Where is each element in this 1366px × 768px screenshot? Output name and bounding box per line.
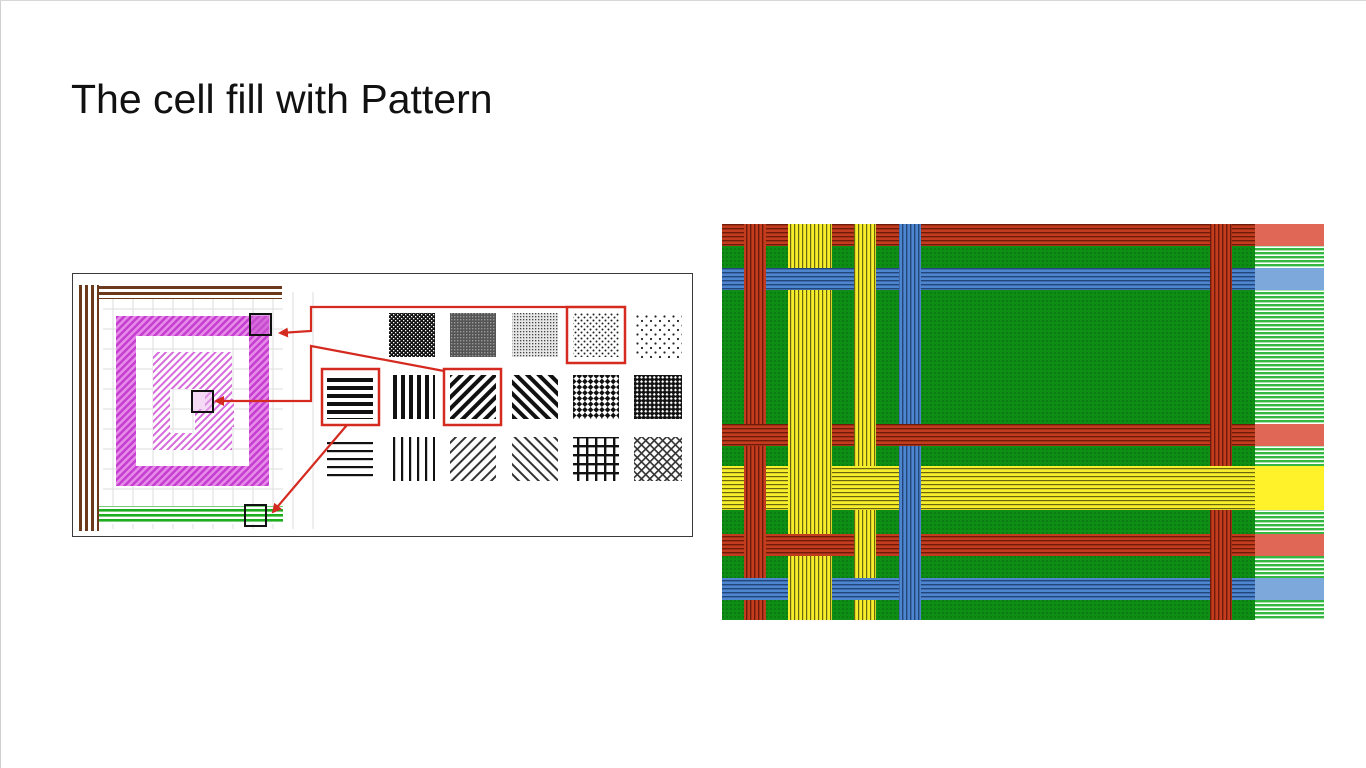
brown-wire-horizontal <box>79 285 282 299</box>
mapping-arrows <box>214 305 567 514</box>
slide-border-top <box>0 0 1366 1</box>
marker-box-center <box>191 390 214 413</box>
slide-title: The cell fill with Pattern <box>71 76 493 122</box>
highlight-sparse-dots <box>565 305 627 365</box>
pattern-medium-dots[interactable] <box>450 313 496 357</box>
marker-box-bottom <box>244 504 267 527</box>
band-red-left <box>744 224 766 620</box>
pattern-vertical-lines[interactable] <box>389 375 435 419</box>
weave-edge-stripes <box>1255 224 1324 600</box>
pattern-diagonal-up-lines[interactable] <box>512 375 558 419</box>
arrow-horizontal-to-bottom-cell <box>271 424 348 514</box>
slide-border-left <box>0 0 1 768</box>
woven-pattern-diagram <box>722 224 1324 620</box>
highlight-horizontal-lines <box>320 367 381 427</box>
edge-light-blue-1 <box>1255 268 1324 290</box>
pattern-sparse-dots[interactable] <box>573 313 619 357</box>
pattern-horizontal-lines[interactable] <box>327 375 373 419</box>
brown-wire-vertical <box>79 285 99 531</box>
pattern-diagonal-down-lines[interactable] <box>450 375 496 419</box>
band-yellow-narrow <box>854 224 876 620</box>
pattern-thin-diagonal-up-lines[interactable] <box>512 437 558 481</box>
marker-box-top <box>249 313 272 336</box>
weave-crossings <box>744 224 1232 600</box>
edge-light-red-1 <box>1255 224 1324 246</box>
highlight-diagonal-down-lines <box>442 367 503 427</box>
pattern-scatter-dots[interactable] <box>634 313 682 359</box>
arrow-sparse-dots-to-top-cell <box>278 305 567 338</box>
band-blue-vertical <box>899 224 921 620</box>
edge-light-red-3 <box>1255 534 1324 556</box>
pattern-grid[interactable] <box>573 437 619 481</box>
cell-pattern-figure <box>72 273 693 537</box>
pattern-thin-horizontal-lines[interactable] <box>327 437 373 481</box>
cell-pattern-diagram <box>79 285 682 531</box>
woven-pattern-figure <box>722 224 1324 620</box>
green-wire <box>99 506 283 524</box>
edge-light-red-2 <box>1255 424 1324 446</box>
pattern-thin-diagonal-down-lines[interactable] <box>450 437 496 481</box>
band-red-right <box>1210 224 1232 620</box>
pattern-diagonal-grid[interactable] <box>634 437 682 481</box>
pattern-dense-checker[interactable] <box>634 375 682 419</box>
edge-yellow <box>1255 466 1324 510</box>
edge-light-blue-2 <box>1255 578 1324 600</box>
pattern-palette <box>327 313 682 481</box>
pattern-checker[interactable] <box>573 375 619 419</box>
pattern-dense-dots[interactable] <box>389 313 435 357</box>
pattern-highlights <box>320 305 627 427</box>
arrow-diagonal-to-center-cell <box>214 344 445 406</box>
pattern-light-dots[interactable] <box>512 313 558 357</box>
pattern-thin-vertical-lines[interactable] <box>389 437 435 481</box>
